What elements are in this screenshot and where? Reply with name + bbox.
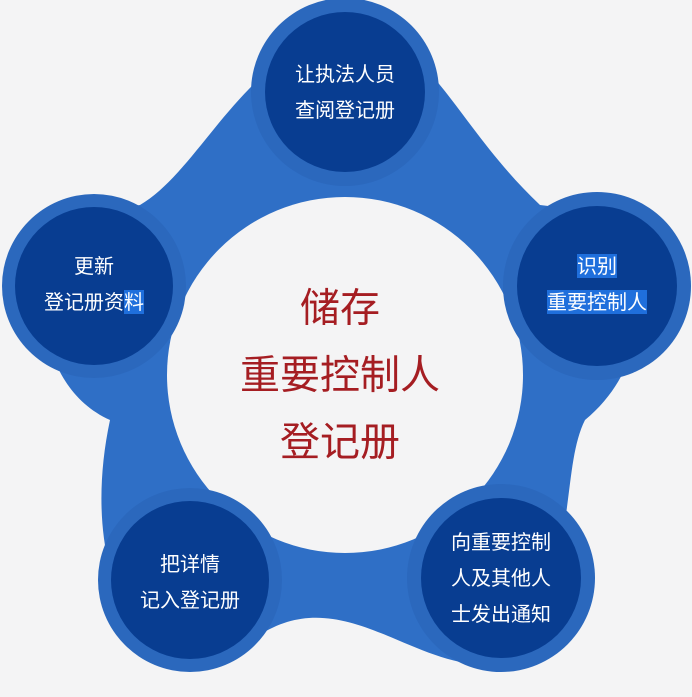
- node-top-label: 让执法人员 查阅登记册: [295, 56, 395, 128]
- center-line-3: 登记册: [280, 419, 400, 466]
- node-bottom-left-line-2: 记入登记册: [140, 588, 240, 612]
- node-right-line-1: 识别: [577, 254, 617, 278]
- node-left-line-2-main: 登记册资: [44, 290, 124, 314]
- node-bottom-left-line-1: 把详情: [160, 552, 220, 576]
- node-top-line-1: 让执法人员: [295, 62, 395, 86]
- node-left: [2, 194, 186, 378]
- node-right-line-2: 重要控制人: [547, 290, 647, 314]
- node-left-line-1: 更新: [74, 254, 114, 278]
- center-disk: [167, 197, 523, 553]
- node-right: [503, 192, 691, 380]
- node-bottom-left-label: 把详情 记入登记册: [140, 546, 240, 618]
- node-bottom-right: [407, 484, 595, 672]
- node-bottom-left: [98, 488, 282, 672]
- node-left-label: 更新 登记册资料: [44, 248, 144, 320]
- center-line-2: 重要控制人: [240, 352, 440, 399]
- node-bottom-right-line-3: 士发出通知: [451, 602, 551, 626]
- node-bottom-right-line-1: 向重要控制: [451, 530, 551, 554]
- center-line-1: 储存: [300, 285, 380, 332]
- center-title: 储存 重要控制人 登记册: [240, 276, 440, 477]
- node-left-line-2-highlight: 料: [124, 290, 144, 314]
- node-top: [251, 0, 439, 186]
- node-bottom-right-line-2: 人及其他人: [451, 566, 551, 590]
- node-right-label: 识别 重要控制人: [547, 248, 647, 320]
- node-bottom-right-label: 向重要控制 人及其他人 士发出通知: [451, 524, 551, 632]
- node-top-line-2: 查阅登记册: [295, 98, 395, 122]
